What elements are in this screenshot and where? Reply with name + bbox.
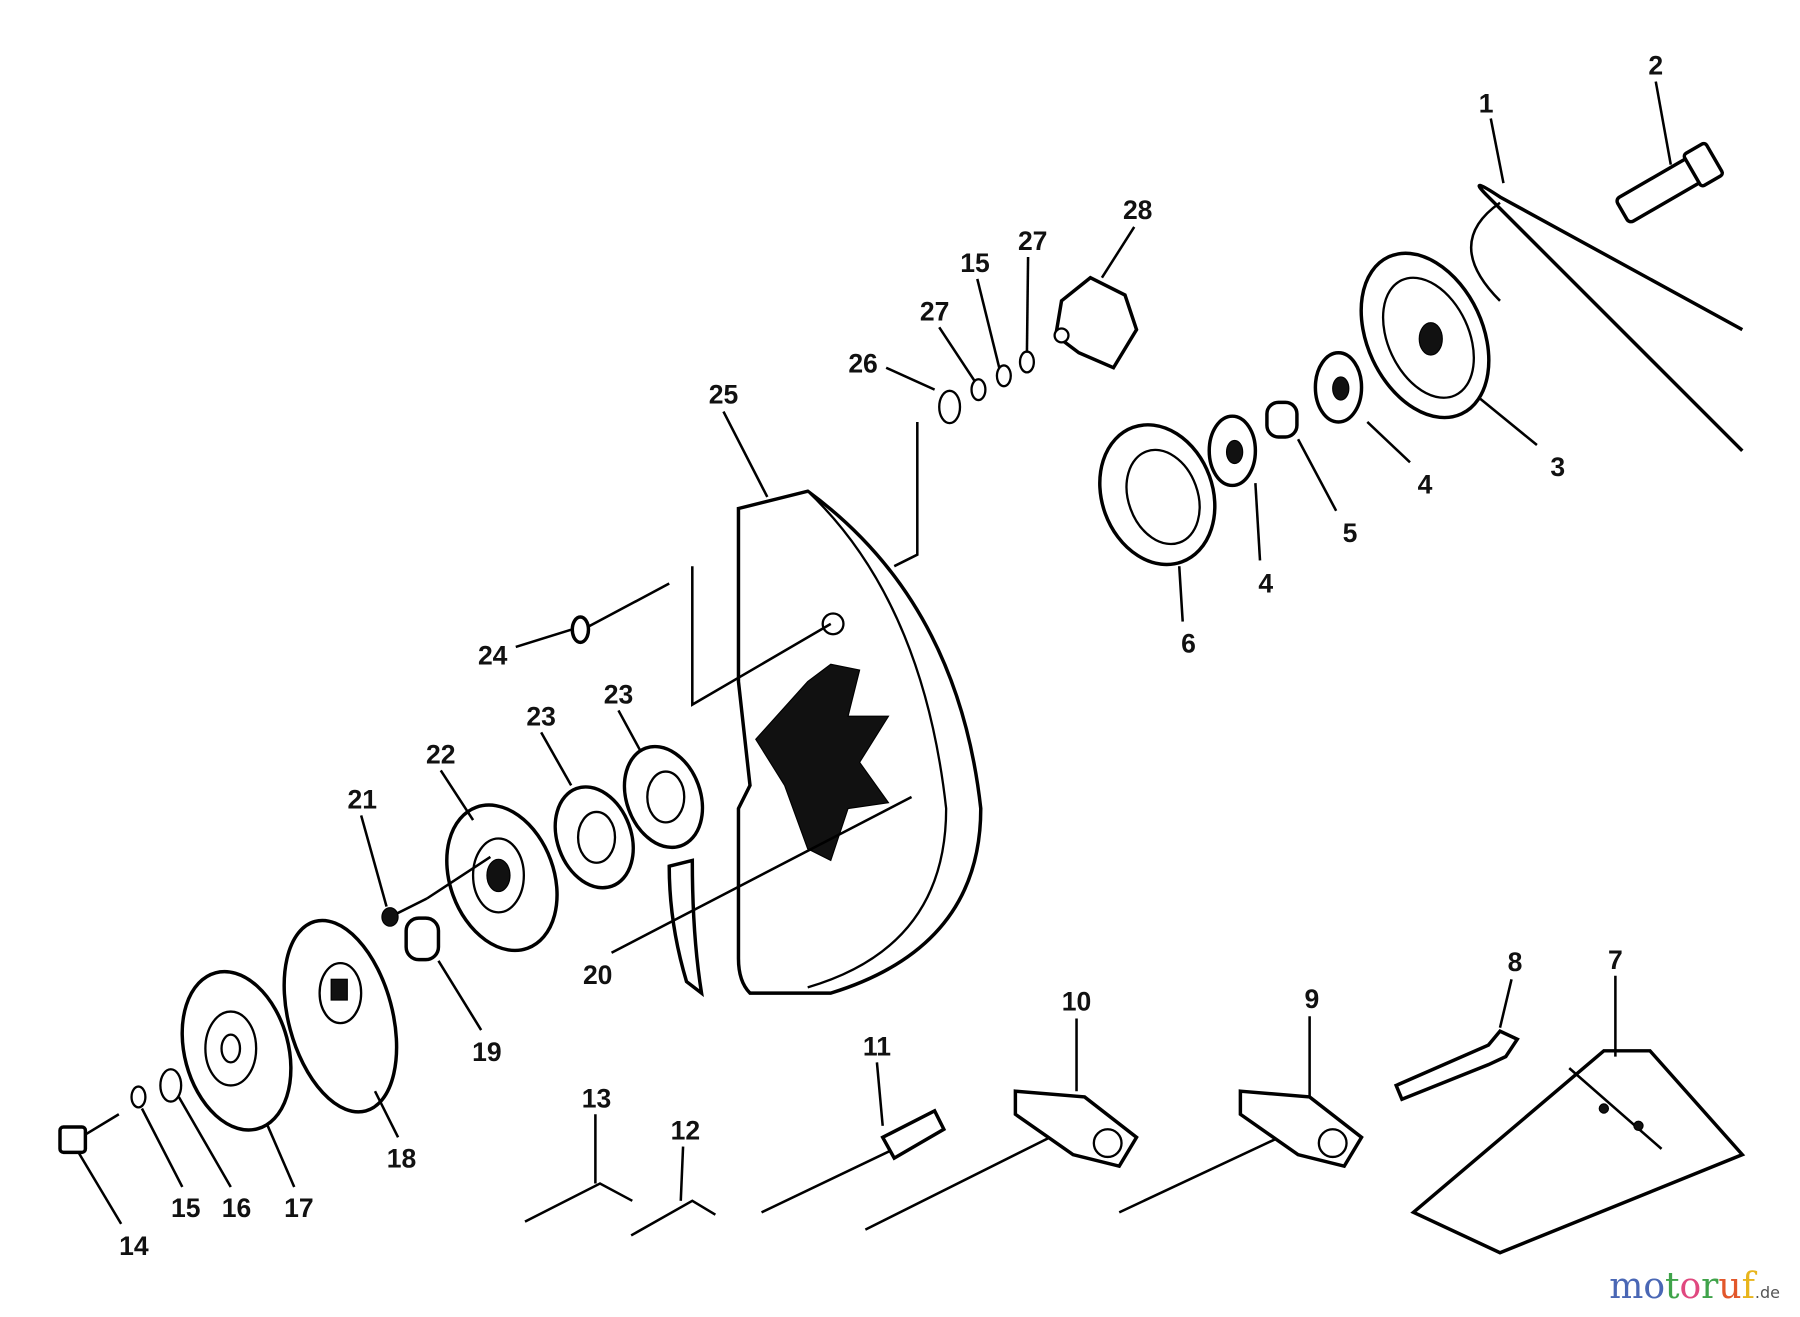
callout-28: 28 <box>1123 195 1153 225</box>
carriage-bolt <box>570 566 832 707</box>
watermark-letter: t <box>1665 1266 1680 1307</box>
screwdriver <box>760 1108 947 1214</box>
spanner <box>1393 1029 1520 1102</box>
callout-15b: 15 <box>960 248 990 278</box>
watermark-logo: motoruf.de <box>1609 1266 1780 1307</box>
callout-25: 25 <box>709 379 739 409</box>
callout-21: 21 <box>348 785 378 815</box>
callout-24: 24 <box>478 640 508 670</box>
callout-4b: 4 <box>1258 569 1273 599</box>
callout-17: 17 <box>284 1193 314 1223</box>
blade-guard-cover <box>736 421 983 995</box>
allen-key <box>630 1199 717 1237</box>
blade-in-sheath <box>1410 1049 1746 1255</box>
callout-2: 2 <box>1648 51 1663 81</box>
spacer <box>1265 400 1299 439</box>
callout-16: 16 <box>222 1193 252 1223</box>
callout-10: 10 <box>1062 986 1092 1016</box>
star-knob <box>1053 275 1139 370</box>
washer <box>995 364 1012 388</box>
bearing <box>1207 414 1258 488</box>
plate <box>622 744 705 850</box>
callout-18: 18 <box>387 1143 417 1173</box>
callout-6: 6 <box>1181 629 1196 659</box>
callout-11: 11 <box>863 1031 891 1061</box>
callout-19: 19 <box>472 1037 502 1067</box>
v-belt <box>1469 183 1744 453</box>
socket-wrench <box>1118 1089 1364 1214</box>
callout-27: 27 <box>920 296 949 326</box>
ring-seal <box>1098 423 1217 567</box>
watermark-letter: r <box>1701 1266 1719 1307</box>
plate <box>553 785 635 890</box>
shaft <box>1615 141 1724 224</box>
callout-9: 9 <box>1305 984 1320 1014</box>
callout-1: 1 <box>1479 89 1494 119</box>
bearing <box>1313 351 1364 424</box>
callout-13: 13 <box>582 1083 612 1113</box>
washer <box>970 378 987 402</box>
pulley <box>1359 251 1491 420</box>
callout-4: 4 <box>1418 469 1433 499</box>
callout-26: 26 <box>848 348 878 378</box>
leader-lines <box>77 81 1673 1225</box>
washer <box>130 1085 147 1109</box>
callout-12: 12 <box>671 1116 700 1146</box>
flange <box>445 803 559 953</box>
callout-3: 3 <box>1550 452 1565 482</box>
callout-14: 14 <box>119 1231 149 1261</box>
callout-labels: 1 2 3 4 5 4 6 7 8 9 10 11 12 13 14 15 16… <box>119 51 1663 1261</box>
callout-23: 23 <box>526 701 556 731</box>
washer <box>1018 350 1035 374</box>
watermark-letter: o <box>1643 1266 1666 1307</box>
callout-23b: 23 <box>604 680 634 710</box>
callout-15: 15 <box>171 1193 201 1223</box>
disc <box>282 918 399 1114</box>
screw <box>381 855 492 927</box>
watermark-letter: u <box>1718 1266 1742 1307</box>
hex-bolt <box>58 1113 120 1155</box>
washer <box>159 1068 183 1103</box>
washer <box>938 389 962 425</box>
watermark-suffix: .de <box>1754 1283 1780 1302</box>
watermark-letter: o <box>1679 1266 1702 1307</box>
callout-22: 22 <box>426 740 456 770</box>
watermark-letter: f <box>1741 1266 1755 1307</box>
callout-20: 20 <box>583 960 613 990</box>
spacer <box>404 916 441 962</box>
callout-5: 5 <box>1343 518 1358 548</box>
watermark-letter: m <box>1609 1266 1644 1307</box>
disc <box>180 969 293 1132</box>
allen-key <box>524 1182 633 1223</box>
blade-segment <box>610 795 913 998</box>
callout-7: 7 <box>1608 945 1623 975</box>
socket-wrench <box>864 1089 1139 1231</box>
callout-8: 8 <box>1508 947 1523 977</box>
callout-27b: 27 <box>1018 226 1048 256</box>
